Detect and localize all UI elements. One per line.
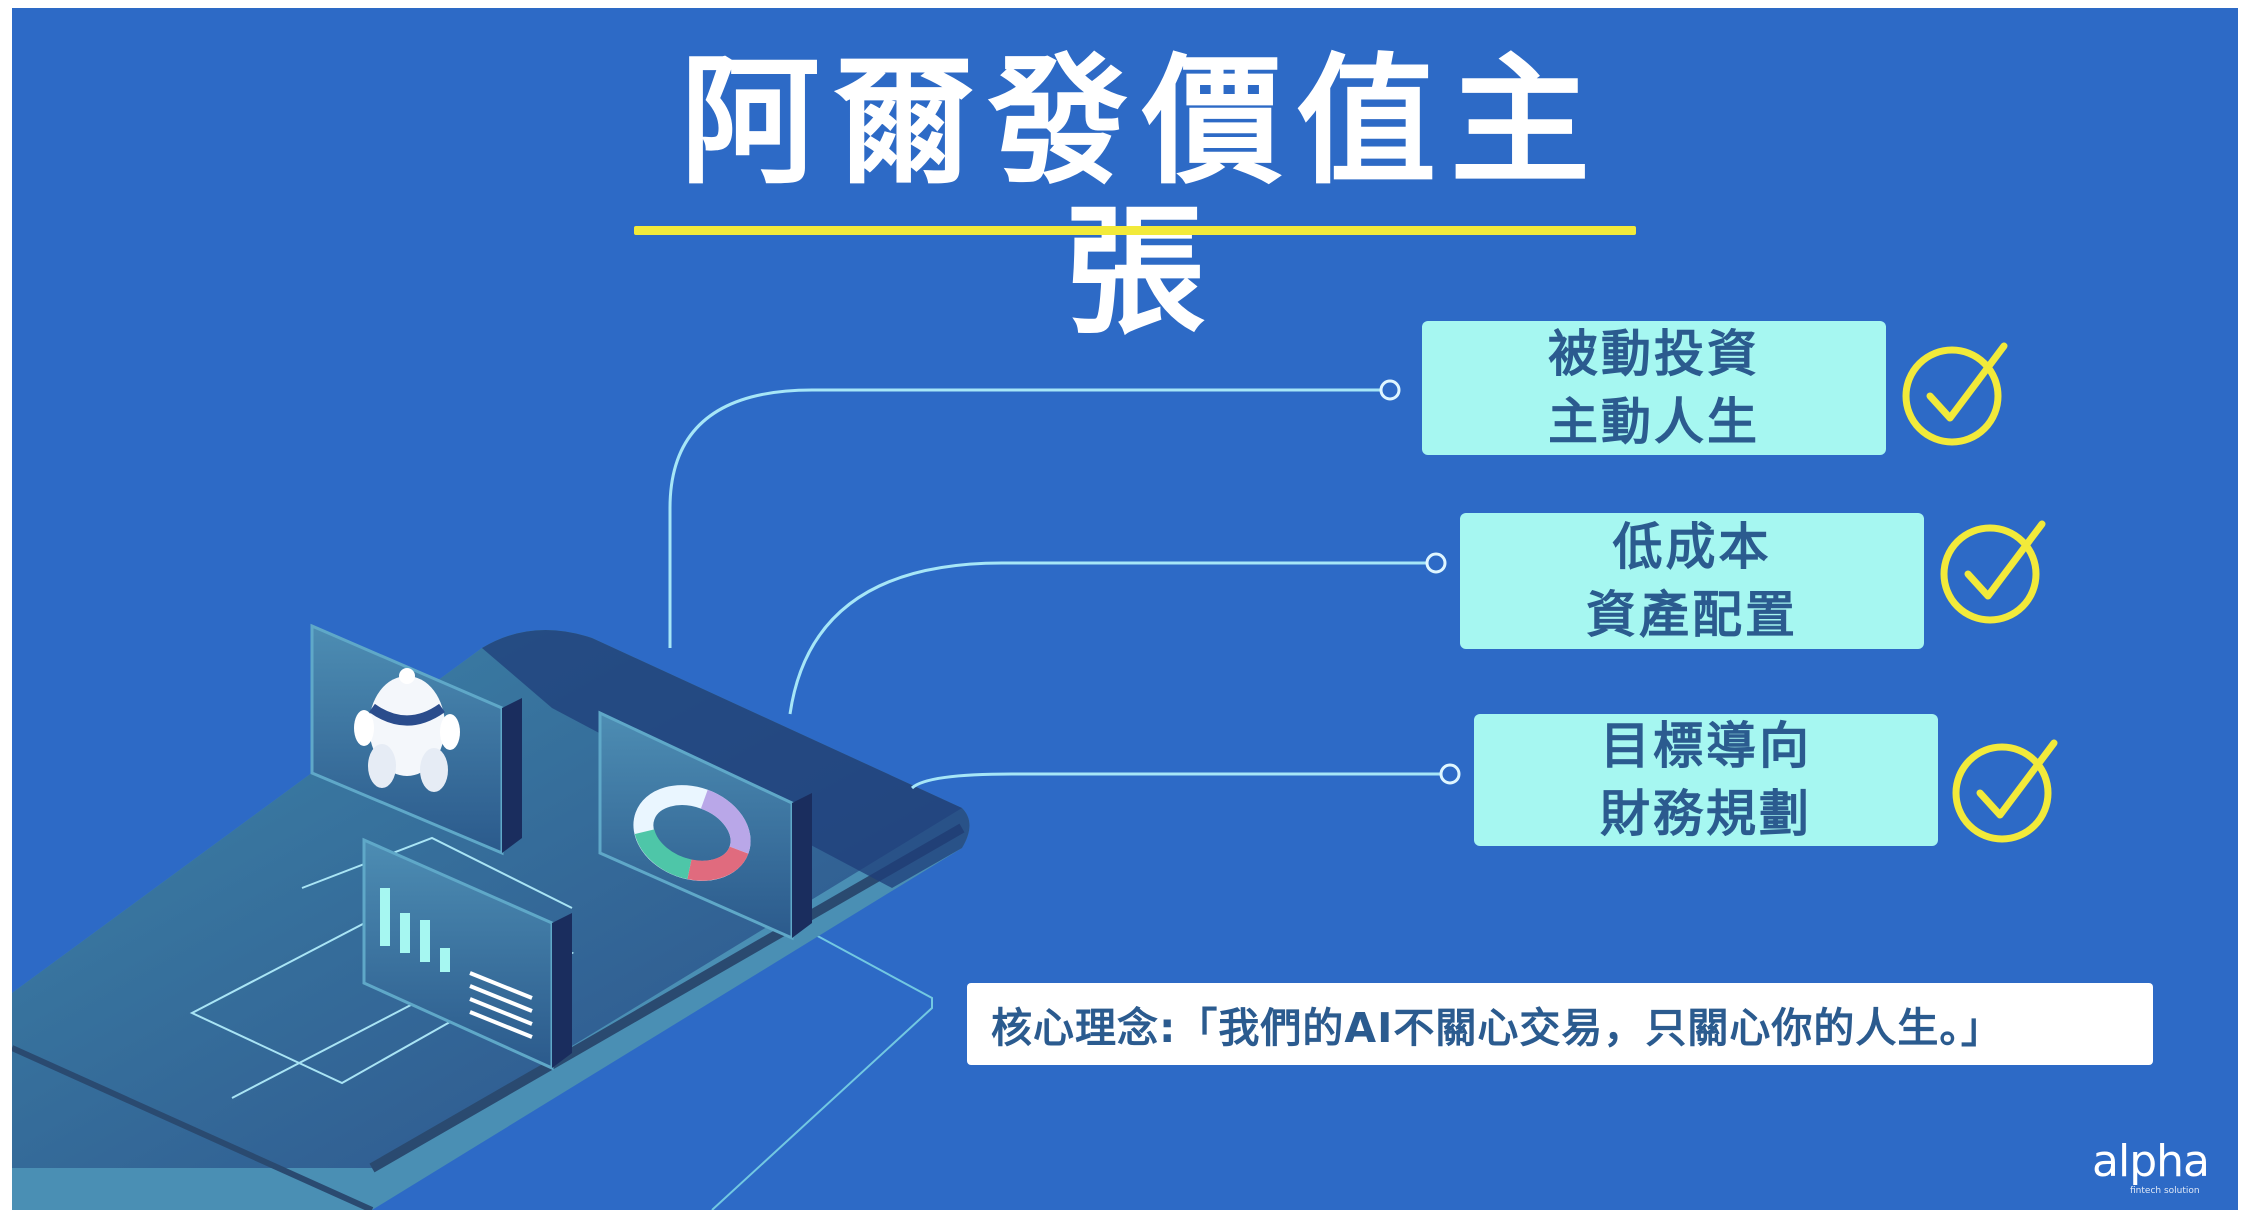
alpha-logo: alpha [2092, 1136, 2210, 1187]
connector-dots [1379, 379, 1461, 785]
robot-icon [354, 668, 460, 792]
value-box-low-cost: 低成本 資產配置 [1460, 513, 1924, 649]
value-box-goal-oriented: 目標導向 財務規劃 [1474, 714, 1938, 846]
check-icon [1902, 342, 2008, 446]
device-illustration [12, 379, 1461, 1210]
value-line-1: 目標導向 [1600, 717, 1812, 775]
check-icon [1952, 739, 2058, 843]
ring-panel [598, 710, 812, 941]
core-philosophy-banner: 核心理念:「我們的AI不關心交易，只關心你的人生。」 [967, 983, 2153, 1065]
bar-chart-icon [380, 888, 450, 972]
slide: 阿爾發價值主張 被動投資 主動人生 低成本 資產配置 目標導向 財務規劃 核心理… [12, 8, 2238, 1210]
alpha-logo-tagline: fintech solution [2130, 1186, 2200, 1196]
value-line-1: 被動投資 [1548, 325, 1760, 383]
page-title: 阿爾發價值主張 [679, 41, 1604, 354]
value-line-2: 財務規劃 [1600, 785, 1812, 843]
check-icon [1940, 520, 2046, 624]
value-line-2: 資產配置 [1586, 586, 1798, 644]
value-line-1: 低成本 [1612, 518, 1772, 576]
value-line-2: 主動人生 [1548, 393, 1760, 451]
title-underline [634, 226, 1636, 235]
ring-chart-icon [633, 785, 751, 881]
text-lines-icon [469, 971, 533, 1039]
value-box-passive-investing: 被動投資 主動人生 [1422, 321, 1886, 455]
connector-lines [668, 388, 1448, 790]
